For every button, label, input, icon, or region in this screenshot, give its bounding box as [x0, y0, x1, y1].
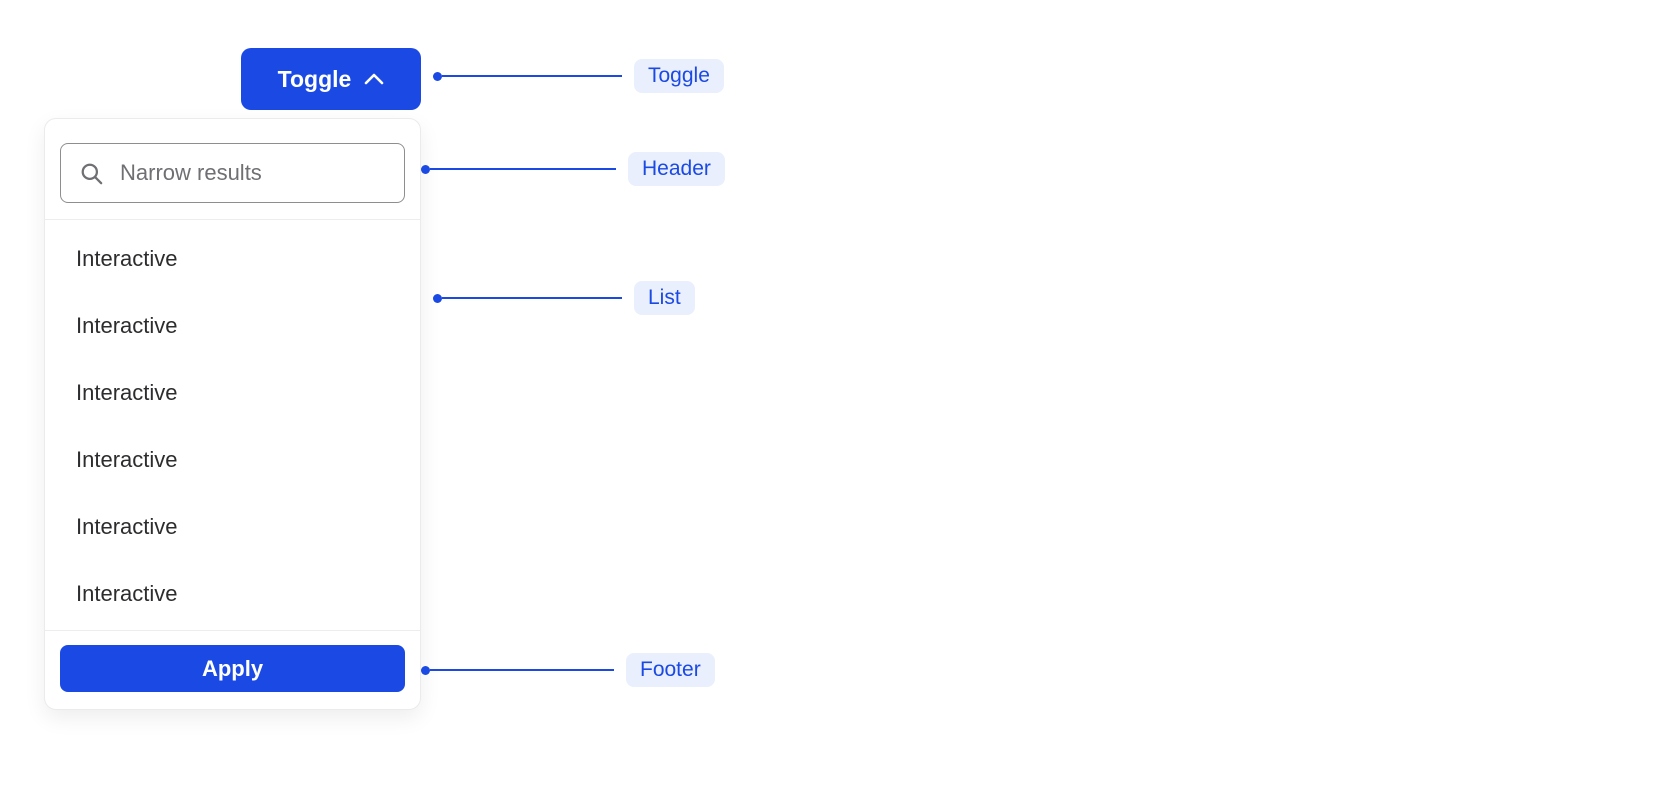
apply-button[interactable]: Apply — [60, 645, 405, 692]
chevron-up-icon — [364, 73, 384, 85]
search-icon — [78, 160, 105, 187]
annotation-footer: Footer — [421, 651, 715, 689]
annotation-header: Header — [421, 150, 725, 188]
annotation-toggle: Toggle — [433, 57, 724, 95]
annotation-line — [442, 297, 622, 299]
list-item-label: Interactive — [76, 379, 178, 405]
annotation-list: List — [433, 279, 695, 317]
dropdown-list: Interactive Interactive Interactive Inte… — [45, 220, 420, 630]
annotation-label-list: List — [634, 281, 695, 315]
annotation-dot — [421, 164, 430, 174]
list-item[interactable]: Interactive — [45, 292, 420, 359]
annotation-label-header: Header — [628, 152, 725, 186]
toggle-button-label: Toggle — [277, 65, 352, 92]
list-item[interactable]: Interactive — [45, 560, 420, 627]
list-item-label: Interactive — [76, 312, 178, 338]
list-item-label: Interactive — [76, 580, 178, 606]
annotation-line — [430, 669, 614, 671]
annotation-line — [442, 75, 622, 77]
list-item-label: Interactive — [76, 446, 178, 472]
dropdown-header — [45, 119, 420, 220]
list-item[interactable]: Interactive — [45, 426, 420, 493]
search-input[interactable] — [118, 159, 387, 187]
search-box[interactable] — [60, 143, 405, 203]
list-item[interactable]: Interactive — [45, 359, 420, 426]
annotation-label-footer: Footer — [626, 653, 715, 687]
dropdown-footer: Apply — [45, 630, 420, 709]
annotation-dot — [433, 71, 442, 81]
list-item-label: Interactive — [76, 513, 178, 539]
list-item[interactable]: Interactive — [45, 493, 420, 560]
annotation-line — [430, 168, 616, 170]
list-item[interactable]: Interactive — [45, 225, 420, 292]
toggle-button[interactable]: Toggle — [241, 48, 421, 110]
dropdown-panel: Interactive Interactive Interactive Inte… — [44, 118, 421, 710]
list-item-label: Interactive — [76, 245, 178, 271]
annotation-dot — [433, 293, 442, 303]
annotation-label-toggle: Toggle — [634, 59, 724, 93]
annotation-dot — [421, 665, 430, 675]
